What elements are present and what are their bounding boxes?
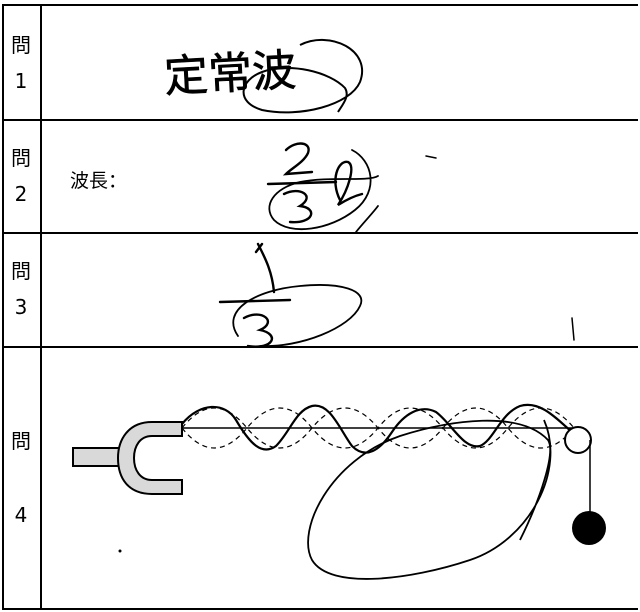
answer-3-handwriting bbox=[218, 242, 575, 348]
row-divider-3 bbox=[2, 346, 638, 348]
numerator-2 bbox=[282, 142, 314, 176]
stray-mark bbox=[118, 549, 122, 553]
tuning-fork bbox=[116, 421, 183, 495]
answer-1-scribble bbox=[242, 39, 363, 114]
denominator-3 bbox=[242, 313, 274, 348]
question-number: 3 bbox=[14, 295, 28, 319]
row-divider-2 bbox=[2, 232, 638, 234]
question-kanji: 問 bbox=[11, 33, 31, 57]
standing-wave-envelope bbox=[181, 407, 575, 449]
pulley bbox=[564, 426, 592, 454]
question-kanji: 問 bbox=[11, 429, 31, 453]
answer-3-scribble bbox=[232, 284, 363, 347]
answer-2-scribble bbox=[268, 149, 379, 233]
figure-4-scribble bbox=[307, 419, 552, 580]
table-border-left bbox=[2, 4, 4, 610]
answer-1-handwriting: 定常波 bbox=[163, 39, 363, 114]
row-divider-1 bbox=[2, 119, 638, 121]
question-label-2: 問 2 bbox=[2, 145, 40, 207]
fraction-bar bbox=[218, 298, 292, 304]
wavelength-label: 波長： bbox=[70, 170, 128, 192]
drawn-wave bbox=[181, 403, 575, 454]
denominator-3 bbox=[282, 189, 313, 224]
ell-symbol bbox=[334, 160, 364, 207]
question-label-3: 問 3 bbox=[2, 258, 40, 320]
table-border-top bbox=[2, 4, 638, 6]
figure-4 bbox=[72, 403, 606, 580]
question-number: 4 bbox=[14, 503, 28, 527]
question-label-1: 問 1 bbox=[2, 32, 40, 94]
hanging-weight bbox=[572, 511, 606, 545]
question-label-4: 問 4 bbox=[2, 428, 40, 528]
numerator-1 bbox=[254, 242, 276, 294]
question-number: 1 bbox=[14, 69, 28, 93]
fraction-bar bbox=[266, 180, 338, 186]
question-kanji: 問 bbox=[11, 259, 31, 283]
question-kanji: 問 bbox=[11, 146, 31, 170]
label-column-divider bbox=[40, 4, 42, 610]
answer-1-text: 定常波 bbox=[163, 45, 297, 103]
table-border-bottom bbox=[2, 608, 638, 610]
answer-2-handwriting bbox=[266, 142, 437, 233]
question-number: 2 bbox=[14, 182, 28, 206]
